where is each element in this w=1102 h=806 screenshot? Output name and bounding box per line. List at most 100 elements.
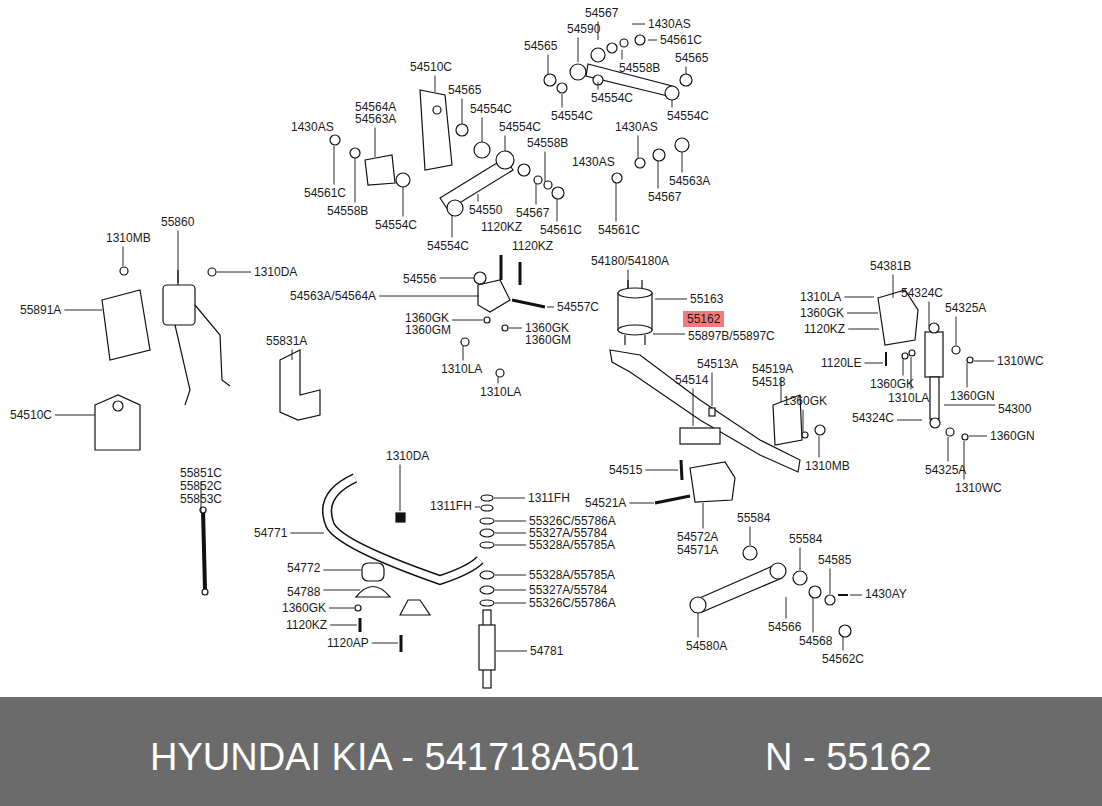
- leader-line: [292, 350, 293, 361]
- callout-number: 55851C: [180, 467, 222, 480]
- callout-number: 54571A: [677, 544, 718, 557]
- callout-number: 54558B: [527, 137, 568, 150]
- callout-number: 54324C: [852, 412, 894, 425]
- callout-number: 54771: [254, 527, 287, 540]
- leader-line: [598, 82, 599, 90]
- leader-line: [638, 136, 639, 159]
- callout-number: 1430AS: [648, 18, 691, 31]
- callout-number: 55891A: [20, 304, 61, 317]
- leader-line: [496, 651, 527, 652]
- callout-number: 1310DA: [386, 450, 429, 463]
- leader-line: [848, 329, 879, 330]
- callout-number: 54554C: [427, 240, 469, 253]
- leader-line: [850, 595, 862, 596]
- leader-line: [903, 359, 904, 376]
- leader-line: [495, 575, 526, 576]
- leader-line: [948, 437, 949, 462]
- callout-number: 54381B: [870, 260, 911, 273]
- highlight-box: 55162: [683, 311, 724, 327]
- leader-line: [844, 297, 874, 298]
- leader-line: [819, 436, 820, 458]
- callout-number: 54567: [648, 191, 681, 204]
- callout-number: 54325A: [945, 302, 986, 315]
- leader-line: [629, 503, 654, 504]
- leader-line: [682, 152, 683, 173]
- leader-line: [403, 187, 404, 217]
- leader-line: [693, 389, 694, 427]
- callout-number: 54325A: [925, 464, 966, 477]
- callout-number: 1120KZ: [286, 619, 327, 632]
- callout-number: 54585: [818, 554, 851, 567]
- callout-number: 1360GK: [783, 395, 827, 408]
- callout-number: 54565: [448, 84, 481, 97]
- leader-line: [478, 194, 479, 202]
- callout-number: 55162: [687, 312, 720, 326]
- callout-number: 54568: [799, 635, 832, 648]
- leader-line: [495, 590, 526, 591]
- callout-number: 54562C: [822, 653, 864, 666]
- leader-line: [578, 38, 579, 63]
- callout-number: 54561C: [540, 224, 582, 237]
- callout-number: 54554C: [470, 103, 512, 116]
- leader-line: [495, 603, 526, 604]
- leader-line: [672, 100, 673, 108]
- leader-line: [334, 146, 335, 185]
- leader-line: [463, 346, 464, 361]
- callout-number: 55328A/55785A: [529, 569, 615, 582]
- callout-number: 55584: [789, 533, 822, 546]
- callout-number: 1430AY: [865, 588, 907, 601]
- callout-number: 1430AS: [572, 156, 615, 169]
- leader-line: [800, 548, 801, 571]
- part-number-text: N - 55162: [765, 735, 932, 779]
- callout-number: 54565: [675, 52, 708, 65]
- callout-number: 54554C: [591, 92, 633, 105]
- leader-line: [536, 184, 537, 205]
- callout-number: 1360GK: [870, 378, 914, 391]
- leader-line: [893, 275, 894, 299]
- leader-line: [290, 533, 324, 534]
- callout-number: 1120KZ: [481, 221, 522, 234]
- leader-line: [813, 598, 814, 633]
- leader-line: [658, 161, 659, 189]
- callout-number: 1360GK: [800, 307, 844, 320]
- leader-line: [375, 128, 376, 158]
- callout-number: 54558B: [327, 205, 368, 218]
- callout-number: 1310LA: [888, 392, 929, 405]
- leader-line: [372, 643, 398, 644]
- callout-number: 1430AS: [291, 121, 334, 134]
- leader-line: [498, 377, 499, 384]
- leader-line: [897, 420, 922, 421]
- callout-number: 54561C: [598, 224, 640, 237]
- callout-number: 1310MB: [805, 460, 850, 473]
- callout-number: 54510C: [10, 409, 52, 422]
- leader-line: [435, 76, 436, 93]
- callout-number: 54558B: [619, 62, 660, 75]
- callout-number: 54514: [675, 374, 708, 387]
- callout-number: 54554C: [667, 110, 709, 123]
- callout-number: 1311FH: [528, 492, 570, 505]
- leader-line: [929, 302, 930, 327]
- callout-number: 54567: [585, 7, 618, 20]
- leader-line: [974, 361, 994, 362]
- leader-line: [545, 152, 546, 183]
- callout-number: 1310LA: [480, 386, 521, 399]
- leader-line: [452, 320, 483, 321]
- leader-line: [462, 99, 463, 125]
- callout-number: 54563A: [669, 175, 710, 188]
- callout-number: 54788: [287, 586, 320, 599]
- leader-line: [648, 40, 657, 41]
- leader-line: [329, 608, 354, 609]
- leader-line: [495, 521, 526, 522]
- leader-line: [830, 569, 831, 595]
- leader-line: [944, 405, 995, 406]
- leader-line: [655, 299, 687, 300]
- callout-number: 1360GK: [282, 602, 326, 615]
- leader-line: [686, 67, 687, 75]
- leader-line: [330, 625, 357, 626]
- leader-line: [495, 545, 526, 546]
- callout-number: 1120AP: [327, 637, 369, 650]
- callout-number: 54556: [403, 273, 436, 286]
- callout-number: 54590: [567, 23, 600, 36]
- callout-number: 54324C: [901, 287, 943, 300]
- leader-line: [557, 199, 558, 222]
